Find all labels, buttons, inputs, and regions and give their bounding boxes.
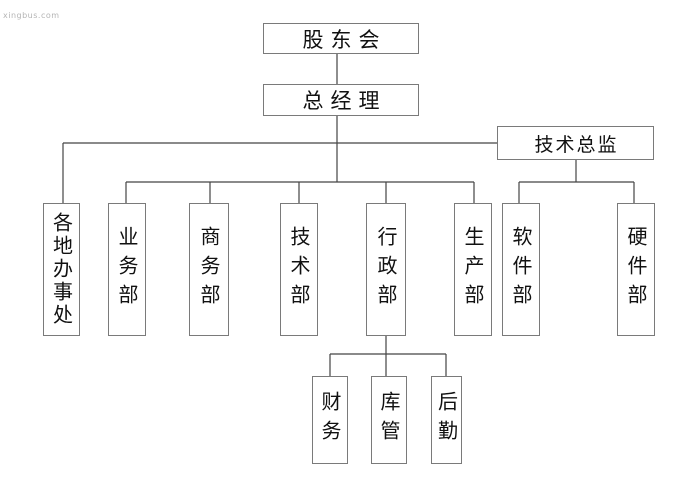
finance-box: 财务	[312, 376, 348, 464]
software-dept-label: 软件部	[509, 226, 533, 313]
logistics-box: 后勤	[431, 376, 462, 464]
commerce-dept-label: 商务部	[197, 226, 221, 313]
hardware-dept-box: 硬件部	[617, 203, 655, 336]
general-manager-box: 总经理	[263, 84, 419, 116]
business-dept-box: 业务部	[108, 203, 146, 336]
production-dept-box: 生产部	[454, 203, 492, 336]
regional-offices-label: 各地办事处	[49, 212, 74, 327]
commerce-dept-box: 商务部	[189, 203, 229, 336]
shareholders-meeting-box: 股东会	[263, 23, 419, 54]
tech-dept-label: 技术部	[287, 226, 311, 313]
business-dept-label: 业务部	[115, 226, 139, 313]
general-manager-label: 总经理	[302, 89, 387, 113]
finance-label: 财务	[318, 391, 342, 449]
technical-director-box: 技术总监	[497, 126, 654, 160]
shareholders-meeting-label: 股东会	[302, 27, 387, 52]
admin-dept-box: 行政部	[366, 203, 406, 336]
software-dept-box: 软件部	[502, 203, 540, 336]
admin-dept-label: 行政部	[374, 226, 398, 313]
warehouse-box: 库管	[371, 376, 407, 464]
tech-dept-box: 技术部	[280, 203, 318, 336]
logistics-label: 后勤	[434, 391, 459, 449]
hardware-dept-label: 硬件部	[624, 226, 648, 313]
watermark-text: xingbus.com	[3, 11, 60, 20]
technical-director-label: 技术总监	[534, 133, 619, 156]
warehouse-label: 库管	[377, 391, 401, 449]
production-dept-label: 生产部	[461, 226, 485, 313]
regional-offices-box: 各地办事处	[43, 203, 80, 336]
